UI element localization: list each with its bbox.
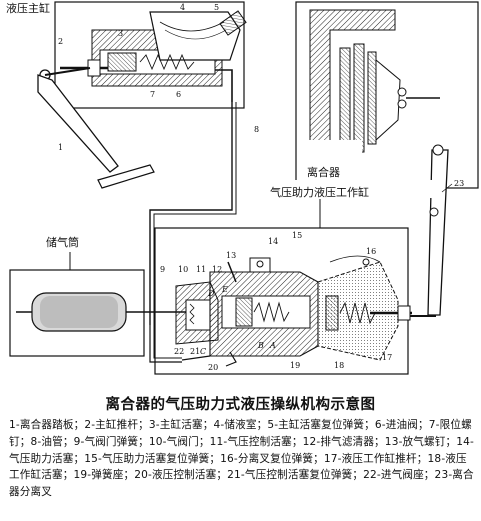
booster-cylinder-label: 气压助力液压工作缸 (270, 185, 369, 199)
svg-text:11: 11 (196, 265, 206, 274)
release-fork: 23 (410, 144, 464, 317)
svg-text:10: 10 (178, 265, 188, 274)
clutch-housing: 离合器 (295, 1, 479, 189)
svg-text:3: 3 (118, 29, 123, 38)
figure-legend: 1-离合器踏板；2-主缸推杆；3-主缸活塞；4-储液室；5-主缸活塞复位弹簧；6… (9, 419, 475, 499)
svg-text:15: 15 (292, 231, 302, 240)
svg-text:C: C (200, 347, 206, 356)
booster-cylinder-group: 气压助力液压工作缸 9 10 11 12 13 14 (154, 180, 438, 375)
svg-text:23: 23 (454, 179, 464, 188)
clutch-pedal: 1 (37, 67, 155, 189)
master-cylinder-group: 液压主缸 2 3 4 5 6 7 (6, 1, 247, 109)
svg-text:B: B (257, 341, 264, 350)
svg-text:20: 20 (208, 363, 218, 372)
svg-text:E: E (221, 285, 228, 294)
svg-text:21: 21 (190, 347, 200, 356)
svg-text:19: 19 (290, 361, 300, 370)
oil-pipe: 8 (149, 102, 259, 363)
svg-text:5: 5 (214, 3, 219, 12)
svg-text:18: 18 (334, 361, 344, 370)
master-cylinder-label: 液压主缸 (6, 1, 50, 15)
svg-text:13: 13 (226, 251, 236, 260)
svg-text:7: 7 (150, 90, 155, 99)
svg-text:4: 4 (180, 3, 185, 12)
svg-text:6: 6 (176, 90, 181, 99)
svg-text:2: 2 (58, 37, 63, 46)
svg-text:1: 1 (58, 143, 63, 152)
clutch-label: 离合器 (307, 165, 340, 179)
svg-text:8: 8 (254, 125, 259, 134)
svg-text:16: 16 (366, 247, 376, 256)
svg-text:A: A (269, 341, 276, 350)
svg-text:12: 12 (212, 265, 222, 274)
clutch-mechanism-diagram: 液压主缸 2 3 4 5 6 7 1 8 (6, 1, 479, 375)
svg-text:14: 14 (268, 237, 278, 246)
svg-text:9: 9 (160, 265, 165, 274)
svg-text:22: 22 (174, 347, 184, 356)
svg-text:D: D (207, 289, 215, 298)
figure-title: 离合器的气压助力式液压操纵机构示意图 (105, 397, 376, 413)
svg-text:17: 17 (382, 353, 392, 362)
air-tank: 储气筒 (9, 235, 200, 357)
air-tank-label: 储气筒 (46, 235, 79, 249)
